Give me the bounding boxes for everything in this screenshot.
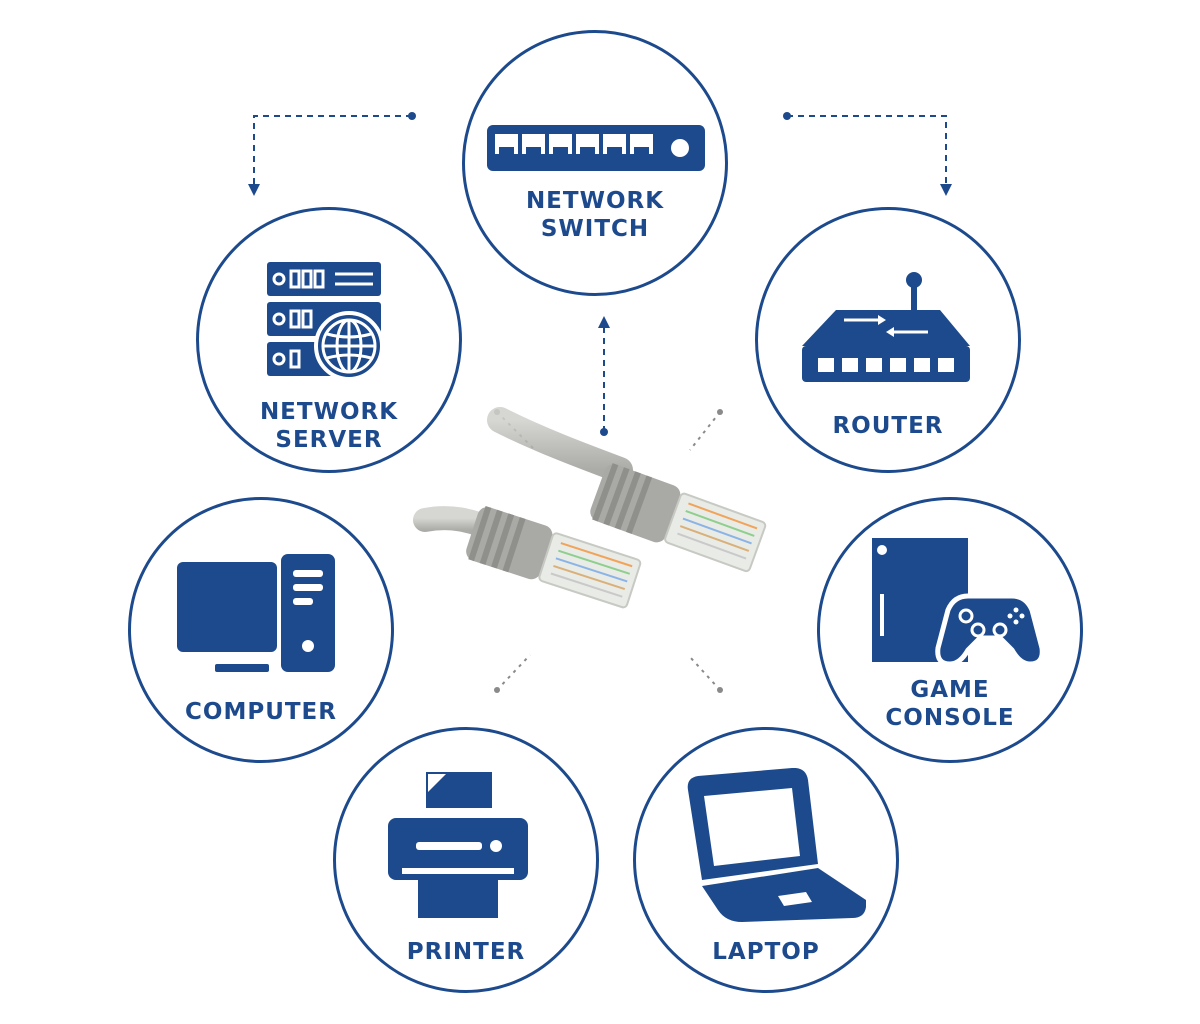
router-icon [802, 272, 970, 382]
game-console-label: GAME CONSOLE [885, 677, 1015, 731]
server-globe-icon [267, 262, 384, 381]
printer-label: PRINTER [406, 939, 526, 965]
laptop-icon [687, 768, 866, 922]
computer-label: COMPUTER [185, 699, 337, 725]
node-router: ROUTER [755, 207, 1021, 473]
printer-icon [388, 772, 528, 918]
node-game-console: GAME CONSOLE [817, 497, 1083, 763]
laptop-label: LAPTOP [712, 939, 820, 965]
connector-cable-switch [598, 316, 610, 436]
node-printer: PRINTER [333, 727, 599, 993]
router-label: ROUTER [832, 413, 944, 439]
network-server-label: NETWORK SERVER [259, 399, 399, 453]
node-computer: COMPUTER [128, 497, 394, 763]
desktop-computer-icon [177, 554, 335, 672]
node-laptop: LAPTOP [633, 727, 899, 993]
network-switch-icon [487, 125, 705, 171]
node-network-switch: NETWORK SWITCH [462, 30, 728, 296]
connector-switch-server [248, 112, 416, 196]
connector-switch-router [783, 112, 952, 196]
network-switch-label: NETWORK SWITCH [525, 188, 665, 242]
ethernet-cable-icon [413, 407, 767, 609]
game-console-icon [872, 538, 1044, 667]
node-network-server: NETWORK SERVER [196, 207, 462, 473]
